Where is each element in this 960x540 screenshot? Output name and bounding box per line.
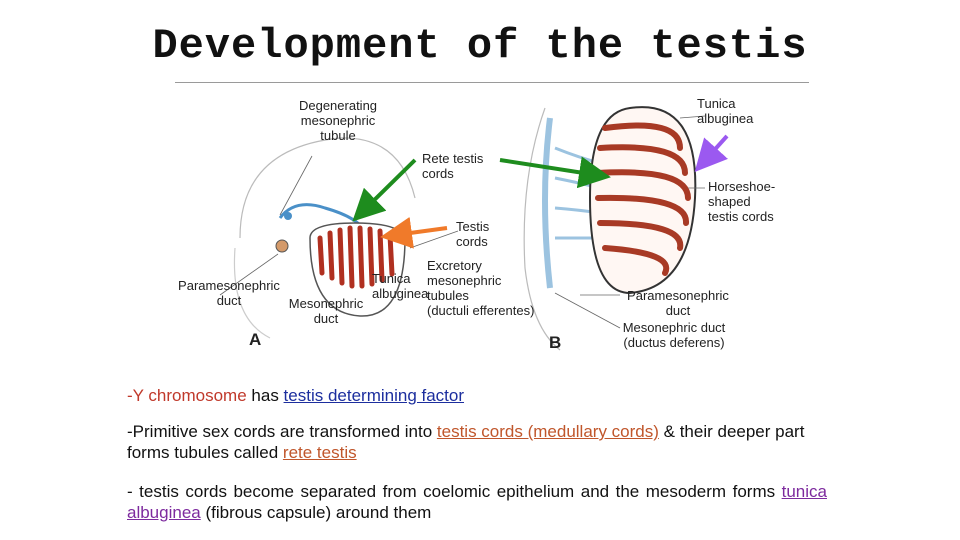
diagram-drawing [219, 106, 729, 351]
label-tunica-albuginea-b: Tunica albuginea [697, 96, 754, 126]
bullet-2-prefix: -Primitive sex cords are transformed int… [127, 422, 437, 441]
bullet-sex-cords: -Primitive sex cords are transformed int… [127, 421, 827, 463]
panel-a-outline-lower [233, 247, 271, 339]
link-tunica-albuginea[interactable]: tunica albuginea [127, 482, 827, 522]
y-chromosome-text: -Y chromosome [127, 386, 247, 405]
bullet-3-suffix: (fibrous capsule) around them [200, 503, 432, 522]
panel-label-a: A [249, 330, 262, 349]
horseshoe-cords-b [595, 122, 691, 276]
title-divider [175, 82, 809, 83]
label-rete-testis: Rete testis cords [422, 151, 484, 181]
label-excretory-tubules: Excretory mesonephric tubules (ductuli e… [427, 258, 535, 318]
label-tunica-albuginea-a: Tunica albuginea [372, 271, 429, 301]
panel-b-outline [523, 107, 561, 351]
bullet-3-prefix: - testis cords become separated from coe… [127, 482, 782, 501]
label-testis-cords: Testis cords [456, 219, 490, 249]
label-paramesonephric-b: Paramesonephric duct [627, 288, 729, 318]
bullet-2-mid: & their deeper part forms tubules called [127, 422, 805, 462]
label-leaders [219, 115, 706, 329]
label-mesonephric-a: Mesonephric duct [288, 296, 364, 326]
paramesonephric-duct-a [275, 239, 289, 253]
link-rete-testis[interactable]: rete testis [282, 443, 357, 462]
mesonephric-duct-b [542, 117, 553, 289]
panel-a-outline [239, 137, 416, 239]
link-testis-determining-factor[interactable]: testis determining factor [283, 386, 465, 405]
label-horseshoe-cords: Horseshoe- shaped testis cords [708, 179, 776, 224]
purple-arrow [694, 134, 729, 172]
label-degenerating-tubule: Degenerating mesonephric tubule [298, 98, 378, 143]
bullet-1-mid: has [246, 386, 284, 405]
orange-arrow [380, 216, 448, 249]
testis-diagram: Degenerating mesonephric tubule Rete tes… [160, 88, 800, 358]
page-title: Development of the testis [152, 22, 808, 70]
green-arrow-b [499, 156, 611, 189]
green-arrow-a [352, 158, 417, 222]
label-paramesonephric-a: Paramesonephric duct [178, 278, 280, 308]
label-mesonephric-b: Mesonephric duct (ductus deferens) [622, 320, 726, 350]
bullet-tunica-albuginea: - testis cords become separated from coe… [127, 481, 827, 523]
bullet-y-chromosome: -Y chromosome has testis determining fac… [127, 385, 827, 406]
link-testis-cords[interactable]: testis cords (medullary cords) [436, 422, 659, 441]
degenerating-tubule-end [284, 212, 292, 220]
panel-label-b: B [549, 333, 562, 352]
